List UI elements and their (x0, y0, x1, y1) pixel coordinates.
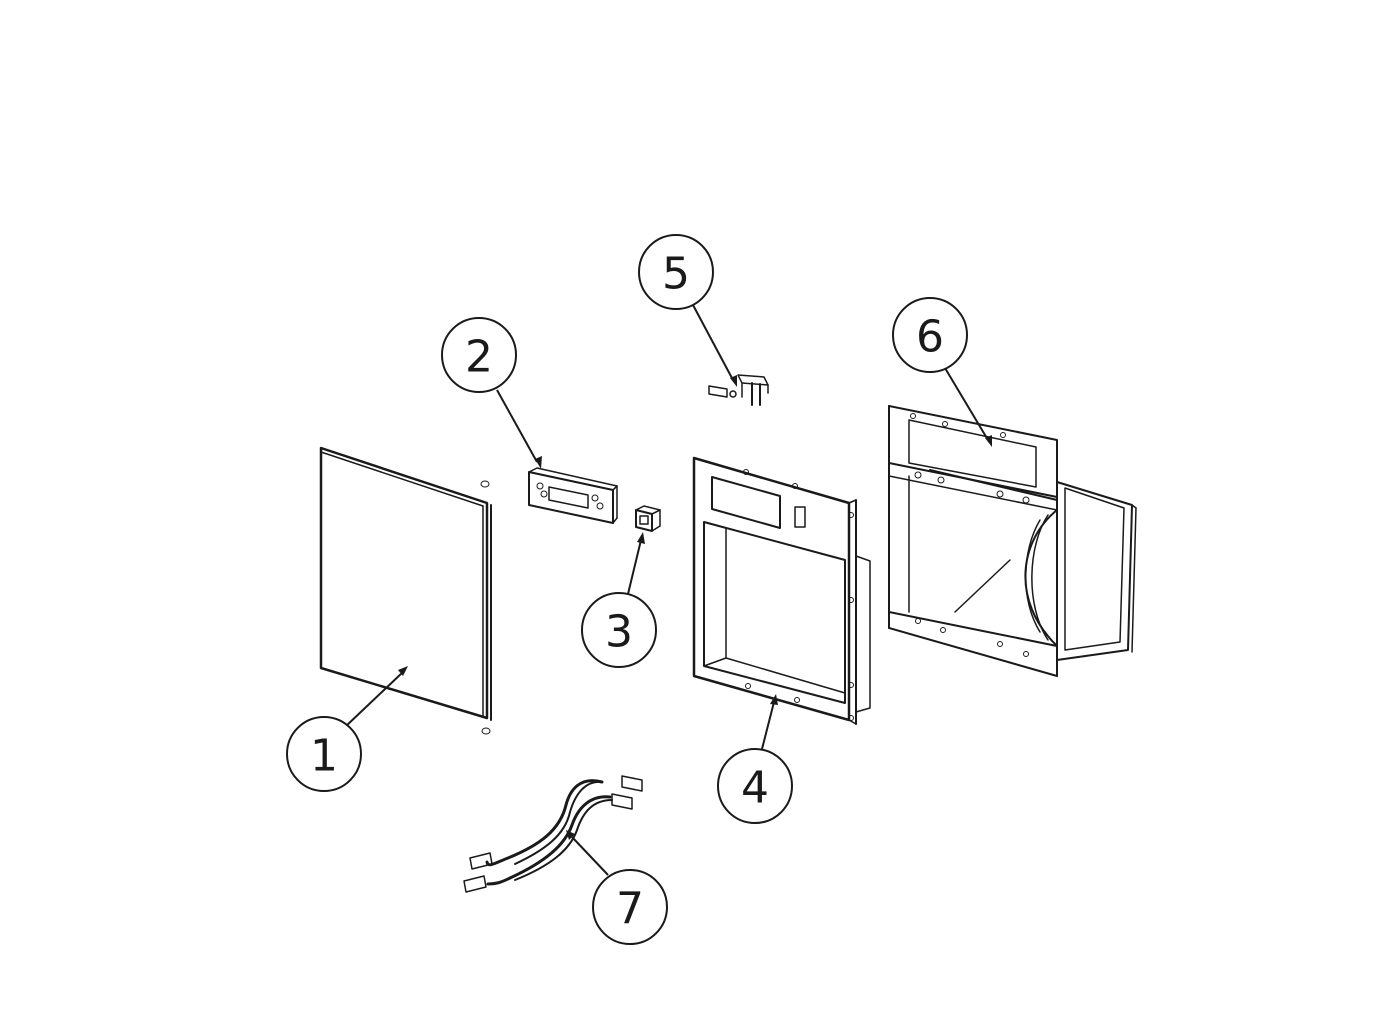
callout-6: 6 (892, 297, 968, 373)
callout-label-4: 4 (741, 763, 769, 814)
callout-label-2: 2 (465, 332, 493, 383)
callout-4: 4 (717, 748, 793, 824)
callout-label-7: 7 (616, 884, 644, 935)
leader-7 (571, 836, 609, 876)
callout-label-1: 1 (310, 731, 338, 782)
callout-1: 1 (286, 716, 362, 792)
callout-label-5: 5 (662, 249, 690, 300)
part-7-wiring-harness (463, 775, 643, 893)
arrowhead-3 (637, 532, 645, 544)
callout-label-3: 3 (605, 607, 633, 658)
part-5-latch (708, 374, 769, 406)
callout-circle-6 (892, 297, 968, 373)
callout-label-6: 6 (916, 312, 944, 363)
part-3-switch (635, 505, 661, 532)
callout-circle-7 (592, 869, 668, 945)
arrowhead-7 (566, 830, 575, 840)
leader-1 (344, 671, 404, 728)
arrowhead-2 (535, 456, 542, 469)
part-2-control-module (528, 467, 618, 524)
leader-4 (761, 701, 775, 750)
leader-3 (627, 539, 642, 595)
callout-circle-5 (638, 234, 714, 310)
callout-circle-3 (581, 592, 657, 668)
leader-2 (496, 389, 538, 463)
leader-lines (344, 304, 992, 876)
callout-2: 2 (441, 317, 517, 393)
callout-circle-2 (441, 317, 517, 393)
arrowhead-4 (770, 694, 778, 705)
arrowhead-1 (398, 666, 408, 676)
part-6-cavity-housing (888, 405, 1137, 677)
part-4-door-frame (692, 456, 871, 725)
callout-circle-4 (717, 748, 793, 824)
leader-5 (692, 304, 734, 381)
arrowhead-5 (730, 375, 737, 387)
callout-7: 7 (592, 869, 668, 945)
callout-3: 3 (581, 592, 657, 668)
callout-circle-1 (286, 716, 362, 792)
callout-5: 5 (638, 234, 714, 310)
leader-6 (944, 367, 989, 441)
arrowhead-6 (985, 435, 992, 447)
part-1-front-panel (319, 446, 492, 735)
